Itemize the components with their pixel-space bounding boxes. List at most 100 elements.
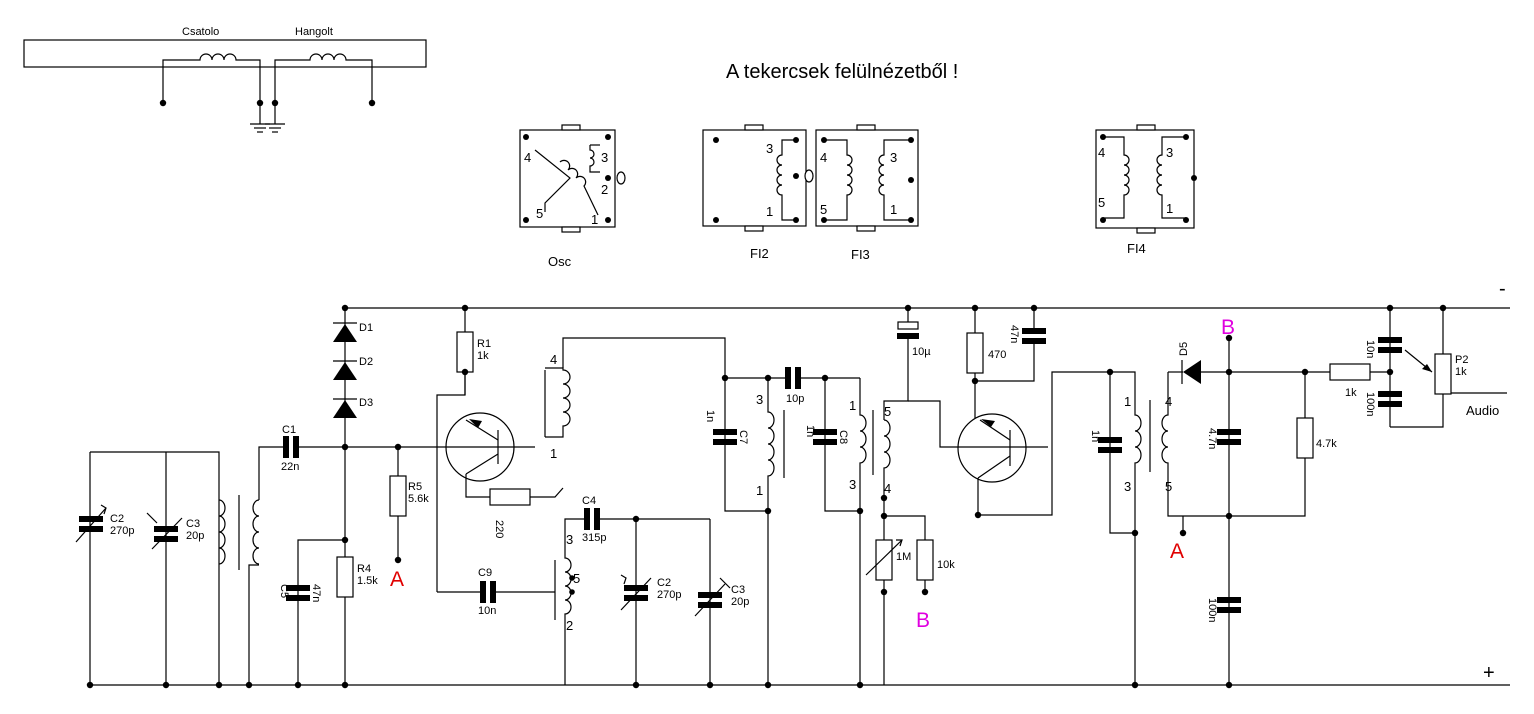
r1-value: 1k (477, 350, 489, 362)
marker-a-right: A (1170, 540, 1184, 563)
minus-rail-label: - (1499, 278, 1506, 300)
osc-sec-pin-3: 3 (566, 532, 573, 547)
c4-ref: C4 (582, 495, 596, 507)
r5-ref: R5 (408, 481, 422, 493)
r4-7k-value: 4.7k (1316, 438, 1337, 450)
marker-b-right: B (1221, 316, 1235, 339)
d5-label: D5 (1178, 342, 1190, 356)
fi3-coil-pin-1: 1 (849, 398, 856, 413)
coil-osc: 4 3 2 5 1 Osc (519, 124, 626, 269)
c1-value: 22n (281, 461, 299, 473)
osc-sec-pin-2: 2 (566, 618, 573, 633)
fi4-coil-pin-4: 4 (1165, 394, 1172, 409)
osc-pin-3: 3 (601, 150, 608, 165)
if-stage-1: 1n C7 3 1 10p 1n C8 1 3 5 4 (704, 304, 955, 689)
d2-label: D2 (359, 356, 373, 368)
c10u-value: 10µ (912, 346, 931, 358)
c7-value: 1n (704, 410, 716, 422)
c47n-value: 47n (1008, 325, 1020, 343)
fi4-coil-pin-1: 1 (1124, 394, 1131, 409)
osc-pin-1: 1 (591, 212, 598, 227)
r470-value: 470 (988, 349, 1006, 361)
fi4-coil-pin-5: 5 (1165, 479, 1172, 494)
fi4-label: FI4 (1127, 241, 1146, 256)
c7-ref: C7 (737, 430, 749, 444)
c4-value: 315p (582, 532, 606, 544)
plus-rail-label: + (1483, 662, 1495, 684)
input-tuned-circuit: C2 270p C3 20p (75, 446, 283, 689)
r5-value: 5.6k (408, 493, 429, 505)
osc-pin-4: 4 (524, 150, 531, 165)
c10n-top-value: 10n (1364, 340, 1376, 358)
c3b-ref: C3 (731, 584, 745, 596)
audio-output-label: Audio (1466, 403, 1499, 418)
c9-ref: C9 (478, 567, 492, 579)
c1-ref: C1 (282, 424, 296, 436)
fi3-pin-3: 3 (890, 150, 897, 165)
c3-ref: C3 (186, 518, 200, 530)
p2-value: 1k (1455, 366, 1467, 378)
osc-label: Osc (548, 254, 572, 269)
osc-pin-2: 2 (601, 182, 608, 197)
fi4-coil-pin-3: 3 (1124, 479, 1131, 494)
r10k-value: 10k (937, 559, 955, 571)
osc-sec-pin-5: 5 (573, 571, 580, 586)
c8-ref: C8 (837, 430, 849, 444)
fi3-coil-pin-4: 4 (884, 481, 891, 496)
osc-pin-5: 5 (536, 206, 543, 221)
c5-value: 47n (310, 584, 322, 602)
ground-symbol (265, 103, 285, 133)
c2b-ref: C2 (657, 577, 671, 589)
c100n-value: 100n (1206, 598, 1218, 622)
c5-ref: C5 (278, 584, 290, 598)
fi4-pin-1: 1 (1166, 201, 1173, 216)
coupling-coil-winding (162, 53, 261, 103)
c3-value: 20p (186, 530, 204, 542)
transistor-t1 (445, 412, 515, 482)
marker-b-middle: B (916, 609, 930, 632)
fi2-coil-pin-3: 3 (756, 392, 763, 407)
coil-fi2: 3 1 FI2 (702, 124, 814, 261)
fi4-pin-5: 5 (1098, 195, 1105, 210)
coil-fi4: 4 5 3 1 FI4 (1095, 124, 1197, 256)
fi3-coil-pin-3: 3 (849, 477, 856, 492)
osc-coil-pin-1: 1 (550, 446, 557, 461)
r1-ref: R1 (477, 338, 491, 350)
r4-ref: R4 (357, 563, 371, 575)
r1m-value: 1M (896, 551, 911, 563)
fi3-pin-1: 1 (890, 202, 897, 217)
fi4-pin-4: 4 (1098, 145, 1105, 160)
tuned-coil-winding (274, 53, 373, 103)
coupling-coil-label: Csatolo (182, 26, 219, 38)
fi4-pin-3: 3 (1166, 145, 1173, 160)
c9-value: 10n (478, 605, 496, 617)
coil-fi3: 4 5 3 1 FI3 (815, 124, 919, 262)
p2-ref: P2 (1455, 354, 1468, 366)
fi3-pin-5: 5 (820, 202, 827, 217)
marker-a-left: A (390, 568, 404, 591)
bias-network: C1 22n D1 D2 D3 C5 47n R4 1.5k R5 5.6k (278, 304, 535, 689)
c3b-value: 20p (731, 596, 749, 608)
ground-symbol (250, 103, 270, 133)
fi2-label: FI2 (750, 246, 769, 261)
c2b-value: 270p (657, 589, 681, 601)
fi3-coil-pin-5: 5 (884, 404, 891, 419)
fi2-pin-3: 3 (766, 141, 773, 156)
fi2-pin-1: 1 (766, 204, 773, 219)
c4-7n-value: 4.7n (1206, 428, 1218, 449)
c100n-top-value: 100n (1364, 392, 1376, 416)
fi2-coil-pin-1: 1 (756, 483, 763, 498)
r220-value: 220 (493, 520, 505, 538)
transistor-t2 (957, 413, 1027, 483)
osc-coil-pin-4: 4 (550, 352, 557, 367)
if-stage-2: 470 47n (908, 304, 1110, 519)
r4-value: 1.5k (357, 575, 378, 587)
antenna-rod (23, 39, 427, 68)
c2-ref: C2 (110, 513, 124, 525)
d1-label: D1 (359, 322, 373, 334)
page-title: A tekercsek felülnézetből ! (726, 61, 958, 83)
r1k-out-value: 1k (1345, 387, 1357, 399)
tuned-coil-label: Hangolt (295, 26, 333, 38)
c1n-out-value: 1n (1089, 430, 1101, 442)
